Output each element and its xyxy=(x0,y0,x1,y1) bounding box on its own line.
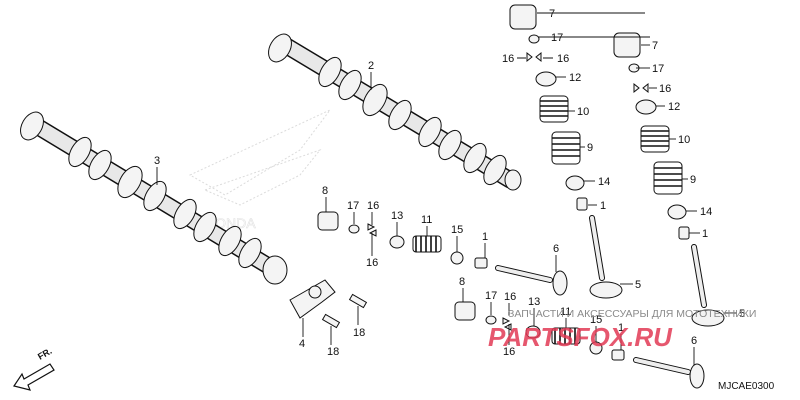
camshaft-exhaust xyxy=(20,111,288,285)
callout-13-lower: 13 xyxy=(528,296,540,308)
callout-1-upper: 1 xyxy=(482,231,488,243)
callout-16-lower-a: 16 xyxy=(504,291,516,303)
front-direction-arrow: FR. xyxy=(13,346,55,391)
callout-15-lower: 15 xyxy=(590,314,602,326)
callout-7-left: 7 xyxy=(549,8,555,20)
callout-16-right: 16 xyxy=(659,83,671,95)
watermark-caption: ЗАПЧАСТИ И АКСЕССУАРЫ ДЛЯ МОТОТЕХНИКИ xyxy=(508,308,756,320)
callout-17-lower: 17 xyxy=(485,290,497,302)
valve-assembly-row-lower xyxy=(454,301,705,389)
callout-16-upper-b: 16 xyxy=(366,257,378,269)
callout-1-left: 1 xyxy=(600,200,606,212)
callout-15-upper: 15 xyxy=(451,224,463,236)
callout-6-upper: 6 xyxy=(553,243,559,255)
callout-7-right: 7 xyxy=(652,40,658,52)
leader-lines xyxy=(156,12,737,365)
callout-16-upper-a: 16 xyxy=(367,200,379,212)
valve-stack-right xyxy=(613,32,725,327)
valve-assembly-row-upper xyxy=(317,211,568,296)
callout-16-left-b: 16 xyxy=(557,53,569,65)
watermark-logo: PARTSFOX.RU xyxy=(488,322,673,352)
diagram-code: MJCAE0300 xyxy=(718,381,775,392)
callout-14-right: 14 xyxy=(700,206,712,218)
callout-4: 4 xyxy=(299,338,305,350)
callout-17-upper: 17 xyxy=(347,200,359,212)
valve-stack-left xyxy=(509,4,623,299)
callout-1-lower: 1 xyxy=(618,322,624,334)
callout-12-right: 12 xyxy=(668,101,680,113)
callout-2: 2 xyxy=(368,60,374,72)
callout-18-upper: 18 xyxy=(353,327,365,339)
callout-14-left: 14 xyxy=(598,176,610,188)
callout-8-upper: 8 xyxy=(322,185,328,197)
callout-11-upper: 11 xyxy=(421,214,432,226)
callout-13-upper: 13 xyxy=(391,210,403,222)
callout-9-right: 9 xyxy=(690,174,696,186)
callout-18-lower: 18 xyxy=(327,346,339,358)
callout-11-lower: 11 xyxy=(560,306,571,318)
callout-5-left: 5 xyxy=(635,279,641,291)
callout-16-left-a: 16 xyxy=(502,53,514,65)
callout-16-lower-b: 16 xyxy=(503,346,515,358)
callout-3: 3 xyxy=(154,155,160,167)
cam-holder-plate xyxy=(289,279,336,319)
front-direction-label: FR. xyxy=(36,346,54,362)
callout-6-lower: 6 xyxy=(691,335,697,347)
bolt-18-upper xyxy=(348,293,368,309)
callout-12-left: 12 xyxy=(569,72,581,84)
watermark: ЗАПЧАСТИ И АКСЕССУАРЫ ДЛЯ МОТОТЕХНИКИ PA… xyxy=(488,308,756,352)
callout-17-left: 17 xyxy=(551,32,563,44)
callout-5-right: 5 xyxy=(739,308,745,320)
callout-9-left: 9 xyxy=(587,142,593,154)
callout-8-lower: 8 xyxy=(459,276,465,288)
bolt-18-lower xyxy=(321,313,341,329)
callout-10-right: 10 xyxy=(678,134,690,146)
callout-labels: 7 17 16 16 12 10 9 14 1 5 7 17 16 12 10 … xyxy=(154,8,745,358)
callout-17-right: 17 xyxy=(652,63,664,75)
camshaft-intake xyxy=(268,33,522,191)
callout-10-left: 10 xyxy=(577,106,589,118)
callout-1-right: 1 xyxy=(702,228,708,240)
